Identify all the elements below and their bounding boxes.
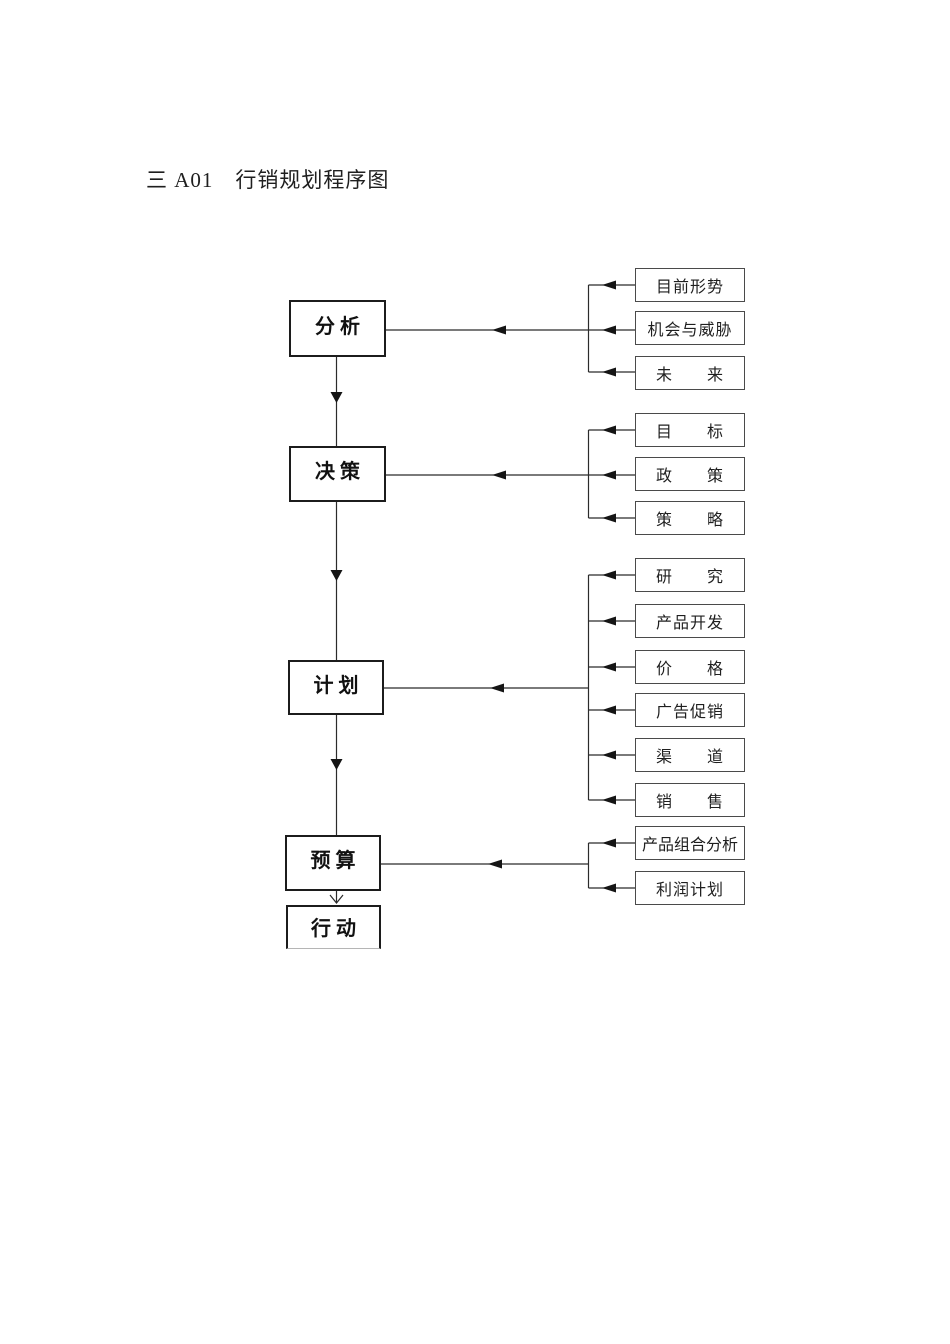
factor-box-policy: 政 策 (635, 457, 745, 491)
factor-box-strategy: 策 略 (635, 501, 745, 535)
plan-input-connectors (384, 570, 635, 805)
flow-spine (329, 357, 344, 904)
arrow-left-icon (602, 795, 616, 805)
factor-box-price: 价 格 (635, 650, 745, 684)
arrow-down-icon (330, 392, 343, 403)
arrow-left-icon (602, 750, 616, 760)
arrow-left-icon (602, 280, 616, 290)
arrow-left-icon (602, 705, 616, 715)
factor-box-future: 未 来 (635, 356, 745, 390)
arrow-left-icon (602, 367, 616, 377)
arrow-left-icon (492, 325, 506, 335)
factor-box-sales: 销 售 (635, 783, 745, 817)
arrow-left-icon (488, 859, 502, 869)
factor-box-profit-plan: 利润计划 (635, 871, 745, 905)
arrow-left-icon (602, 838, 616, 848)
arrow-left-icon (602, 513, 616, 523)
factor-box-advertising-promotion: 广告促销 (635, 693, 745, 727)
stage-box-analysis: 分析 (289, 300, 386, 357)
factor-box-research: 研 究 (635, 558, 745, 592)
budget-input-connectors (381, 838, 635, 893)
analysis-input-connectors (386, 280, 635, 377)
arrow-down-icon (330, 570, 343, 581)
factor-box-product-mix-analysis: 产品组合分析 (635, 826, 745, 860)
arrow-left-icon (602, 883, 616, 893)
arrow-left-icon (602, 662, 616, 672)
factor-box-current-situation: 目前形势 (635, 268, 745, 302)
page-title: 三 A01 行销规划程序图 (146, 168, 390, 192)
stage-box-action: 行动 (286, 905, 381, 949)
arrow-left-icon (602, 425, 616, 435)
arrow-left-icon (602, 616, 616, 626)
arrow-left-icon (602, 470, 616, 480)
arrow-left-icon (490, 683, 504, 693)
stage-box-decision: 决策 (289, 446, 386, 502)
factor-box-product-development: 产品开发 (635, 604, 745, 638)
factor-box-channel: 渠 道 (635, 738, 745, 772)
factor-box-goals: 目 标 (635, 413, 745, 447)
decision-input-connectors (386, 425, 635, 523)
arrow-chevron-down-icon (329, 894, 344, 904)
factor-box-opportunities-threats: 机会与威胁 (635, 311, 745, 345)
arrow-left-icon (492, 470, 506, 480)
arrow-left-icon (602, 325, 616, 335)
stage-box-budget: 预算 (285, 835, 381, 891)
arrow-left-icon (602, 570, 616, 580)
arrow-down-icon (330, 759, 343, 770)
stage-box-plan: 计划 (288, 660, 384, 715)
